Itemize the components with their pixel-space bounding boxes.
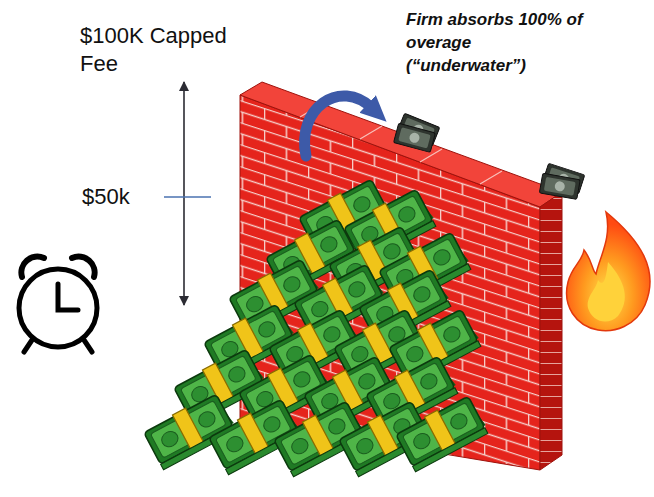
midpoint-label: $50k: [82, 184, 162, 210]
fee-cap-label: $100K Capped Fee: [80, 22, 240, 78]
clock-icon: [19, 257, 97, 352]
curved-arrow: [305, 96, 372, 156]
fire-icon: [567, 212, 650, 331]
tick-mark: [164, 196, 211, 198]
money-pile: [143, 176, 490, 476]
callout-note: Firm absorbs 100% of overage (“underwate…: [406, 8, 586, 77]
range-arrow: [183, 82, 185, 305]
flying-bills: [394, 113, 585, 199]
